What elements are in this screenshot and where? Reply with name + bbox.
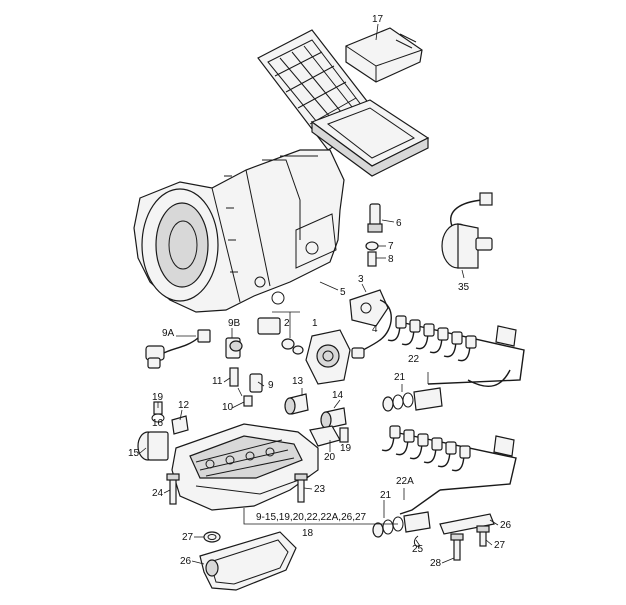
- note-bracket: [243, 508, 398, 525]
- callout-19-upper[interactable]: 19: [152, 392, 164, 403]
- callout-18[interactable]: 18: [302, 528, 314, 539]
- callout-15[interactable]: 15: [128, 448, 140, 459]
- solenoid-valve[interactable]: [441, 192, 493, 279]
- callout-27-right[interactable]: 27: [494, 540, 506, 551]
- oil-pan-filter[interactable]: [199, 531, 297, 591]
- callout-28[interactable]: 28: [430, 558, 442, 569]
- callout-17[interactable]: 17: [372, 14, 384, 25]
- group-note: 9-15,19,20,22,22A,26,27: [256, 512, 367, 523]
- callout-4[interactable]: 4: [372, 324, 378, 335]
- callout-14[interactable]: 14: [332, 390, 344, 401]
- callout-7[interactable]: 7: [388, 241, 394, 252]
- shift-shaft-assembly[interactable]: [257, 311, 351, 385]
- wiring-harness-22[interactable]: [382, 315, 525, 412]
- connector-harness-9a[interactable]: [145, 329, 211, 369]
- callout-27-left[interactable]: 27: [182, 532, 194, 543]
- callout-9a[interactable]: 9A: [162, 328, 175, 339]
- callout-23[interactable]: 23: [314, 484, 326, 495]
- parking-lock-bracket[interactable]: [319, 281, 392, 359]
- callout-24[interactable]: 24: [152, 488, 164, 499]
- callout-12[interactable]: 12: [178, 400, 190, 411]
- callout-16[interactable]: 16: [152, 418, 164, 429]
- valve-body-bolts[interactable]: [166, 473, 308, 505]
- callout-22[interactable]: 22: [408, 354, 420, 365]
- callout-leaders: [139, 23, 499, 565]
- callout-9[interactable]: 9: [268, 380, 274, 391]
- callout-26-right[interactable]: 26: [500, 520, 512, 531]
- callout-9b[interactable]: 9B: [228, 318, 241, 329]
- callout-21[interactable]: 21: [394, 372, 406, 383]
- callout-21-lower[interactable]: 21: [380, 490, 392, 501]
- callout-25[interactable]: 25: [412, 544, 424, 555]
- callout-8[interactable]: 8: [388, 254, 394, 265]
- callout-26-left[interactable]: 26: [180, 556, 192, 567]
- callout-19-lower[interactable]: 19: [340, 443, 352, 454]
- callout-22a[interactable]: 22A: [396, 476, 414, 487]
- speed-sensor[interactable]: [365, 203, 395, 267]
- callout-10[interactable]: 10: [222, 402, 234, 413]
- callout-5[interactable]: 5: [340, 287, 346, 298]
- transmission-case[interactable]: [133, 149, 345, 313]
- valve-body[interactable]: [171, 423, 349, 511]
- callout-2[interactable]: 2: [284, 318, 290, 329]
- switch-9b[interactable]: [225, 337, 243, 359]
- callout-35[interactable]: 35: [458, 282, 470, 293]
- callout-11[interactable]: 11: [212, 376, 223, 387]
- wiring-harness-22a[interactable]: [372, 425, 517, 561]
- control-unit-housing[interactable]: [257, 27, 430, 177]
- callout-13[interactable]: 13: [292, 376, 304, 387]
- callout-1[interactable]: 1: [312, 318, 318, 329]
- callout-20[interactable]: 20: [324, 452, 336, 463]
- callout-6[interactable]: 6: [396, 218, 402, 229]
- callout-3[interactable]: 3: [358, 274, 364, 285]
